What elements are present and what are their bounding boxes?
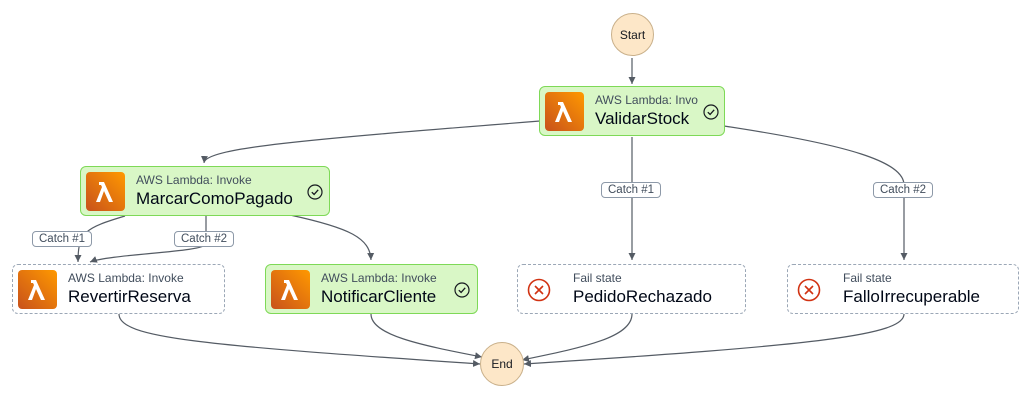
- state-name: ValidarStock: [595, 109, 690, 128]
- edge-notificar-end: [370, 313, 483, 360]
- state-marcar-como-pagado[interactable]: AWS Lambda: Invoke MarcarComoPagado: [80, 166, 330, 216]
- fail-x-circle-icon: [527, 278, 551, 302]
- edge-pedido-end: [521, 313, 633, 363]
- state-kind: Fail state: [573, 271, 622, 285]
- end-node[interactable]: End: [480, 342, 524, 386]
- state-kind: AWS Lambda: Invoke: [136, 173, 252, 187]
- state-name: FalloIrrecuperable: [843, 287, 981, 306]
- edge-validar-marcar: [201, 120, 541, 164]
- edge-label-catch-1: Catch #1: [32, 231, 93, 247]
- state-kind: AWS Lambda: Invoke: [68, 271, 184, 285]
- fail-x-circle-icon: [797, 278, 821, 302]
- end-label: End: [491, 357, 513, 371]
- state-kind: AWS Lambda: Invo: [595, 93, 698, 107]
- check-circle-icon: [454, 282, 470, 298]
- state-name: PedidoRechazado: [573, 287, 712, 306]
- check-circle-icon: [703, 104, 719, 120]
- state-name: MarcarComoPagado: [136, 189, 293, 208]
- edge-label-catch-2: Catch #2: [174, 231, 235, 247]
- lambda-icon: [271, 270, 310, 309]
- lambda-icon: [545, 92, 584, 131]
- edge-marcar-notificar: [289, 214, 375, 261]
- state-revertir-reserva[interactable]: AWS Lambda: Invoke RevertirReserva: [12, 264, 225, 314]
- edge-fallo-end: [523, 313, 905, 368]
- state-validar-stock[interactable]: AWS Lambda: Invo ValidarStock: [539, 86, 725, 136]
- edge-label-catch-2: Catch #2: [873, 182, 934, 198]
- state-kind: Fail state: [843, 271, 892, 285]
- lambda-icon: [86, 172, 125, 211]
- state-pedido-rechazado[interactable]: Fail state PedidoRechazado: [517, 264, 746, 314]
- lambda-icon: [18, 270, 57, 309]
- state-fallo-irrecuperable[interactable]: Fail state FalloIrrecuperable: [787, 264, 1019, 314]
- edge-validar-fallo: [723, 125, 908, 260]
- state-name: NotificarCliente: [321, 287, 437, 306]
- edge-revertir-end: [118, 313, 481, 368]
- start-node[interactable]: Start: [611, 13, 654, 56]
- check-circle-icon: [307, 184, 323, 200]
- state-notificar-cliente[interactable]: AWS Lambda: Invoke NotificarCliente: [265, 264, 478, 314]
- state-name: RevertirReserva: [68, 287, 191, 306]
- edge-label-catch-1: Catch #1: [601, 182, 662, 198]
- state-kind: AWS Lambda: Invoke: [321, 271, 437, 285]
- start-label: Start: [619, 27, 646, 42]
